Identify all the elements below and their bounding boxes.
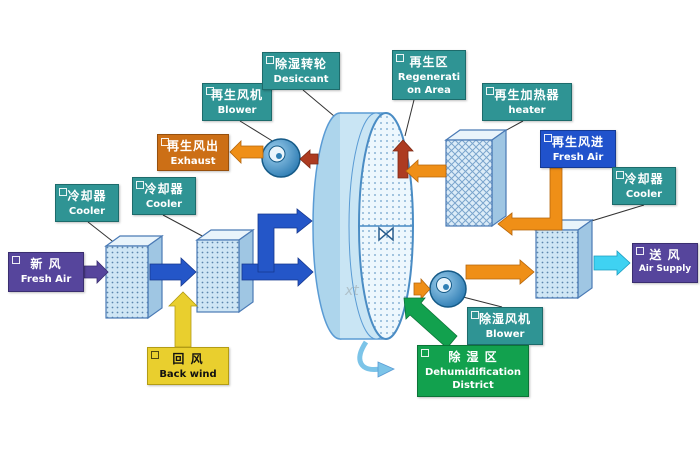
label-corner-icon [151,351,159,359]
label-corner-icon [421,349,429,357]
exhaust-arrow [229,140,264,164]
heater-to-wheel-arrow [405,159,447,183]
label-back-wind: 回 风 Back wind [147,347,229,385]
label-regen-blower: 再生风机 Blower [202,83,272,121]
leader-cooler2 [162,214,207,239]
label-cooler-1: 冷却器 Cooler [55,184,119,222]
label-air-supply: 送 风 Air Supply [632,243,698,283]
label-cooler-3: 冷却器 Cooler [612,167,676,205]
regen-area-arrow [392,139,414,179]
valve-icon [378,226,394,242]
label-corner-icon [616,171,624,179]
dehumid-fan-to-cooler3-arrow [465,259,535,285]
label-desiccant: 除湿转轮 Desiccant [262,52,340,90]
label-exhaust: 再生风出 Exhaust [157,134,229,171]
watermark: xt [345,283,359,299]
leader-cooler1 [87,221,117,245]
label-corner-icon [486,87,494,95]
leader-dehumid-blower [462,296,503,308]
cooler2-to-wheel-upper-arrow [257,208,313,273]
leader-regen-area [404,99,415,137]
label-corner-icon [544,134,552,142]
leader-regen-blower [239,120,275,143]
label-corner-icon [266,56,274,64]
dehumid-fan [429,270,467,308]
regen-fresh-air-in-arrow [497,167,563,236]
label-regen-area: 再生区 Regenerati on Area [392,50,466,100]
wheel-to-dehumid-fan-arrow [413,277,431,301]
label-corner-icon [636,247,644,255]
leader-desiccant [302,89,335,117]
back-wind-arrow [168,291,198,348]
label-cooler-2: 冷却器 Cooler [132,177,196,215]
label-regen-fresh-air: 再生风进 Fresh Air [540,130,616,168]
label-corner-icon [12,256,20,264]
label-fresh-air-in: 新 风 Fresh Air [8,252,84,292]
label-corner-icon [59,188,67,196]
heater-unit [444,128,508,228]
label-corner-icon [471,311,479,319]
label-dehumid-district: 除 湿 区 Dehumidification District [417,345,529,397]
cooler1-to-cooler2-arrow [149,257,197,287]
label-corner-icon [396,54,404,62]
wheel-to-regen-fan-arrow [299,149,319,169]
leader-lines [87,89,645,308]
flow-arrows [83,139,631,349]
air-supply-arrow [593,250,631,276]
cooler-1-unit [104,234,164,320]
cooler-2-unit [195,228,255,314]
wheel-rotation-arrow [357,340,381,372]
label-dehumid-blower: 除湿风机 Blower [467,307,543,345]
cooler-3-unit [534,218,594,300]
dehumid-district-arrow [403,297,458,349]
wheel-rotation-arrowhead [377,361,395,378]
label-corner-icon [206,87,214,95]
label-heater: 再生加热器 heater [482,83,572,121]
fresh-air-in-arrow [83,260,109,284]
regen-fan [261,138,301,178]
label-corner-icon [161,138,169,146]
label-corner-icon [136,181,144,189]
